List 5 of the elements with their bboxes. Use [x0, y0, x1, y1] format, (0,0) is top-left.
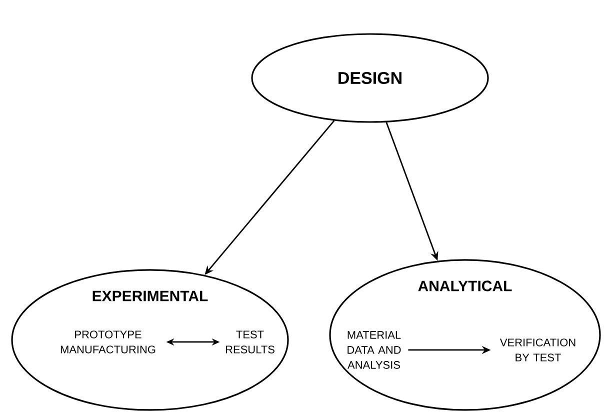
label-text: PROTOTYPE MANUFACTURING: [60, 330, 156, 354]
label-text: VERIFICATION BY TEST: [500, 338, 576, 362]
oval: DESIGN: [251, 33, 489, 123]
label-text: TEST RESULTS: [226, 330, 274, 354]
label-text: MATERIAL DATA AND ANALYSIS: [348, 331, 401, 369]
